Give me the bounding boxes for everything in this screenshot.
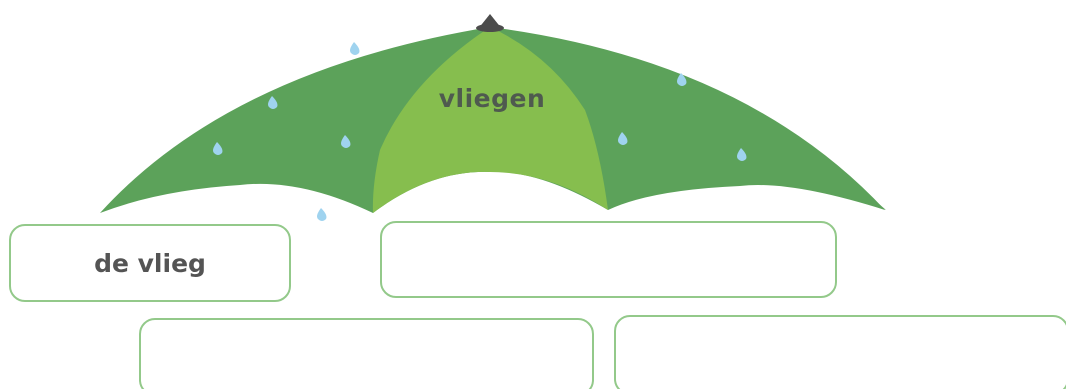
answer-input-3[interactable] (162, 330, 572, 384)
answer-box-4[interactable] (614, 315, 1066, 389)
answer-box-1: de vlieg (9, 224, 291, 302)
umbrella-word: vliegen (372, 84, 612, 113)
answer-box-3[interactable] (139, 318, 594, 389)
answer-input-2[interactable] (403, 233, 815, 286)
umbrella-tip-base (476, 24, 504, 32)
raindrop-icon (317, 208, 326, 221)
answer-box-2[interactable] (380, 221, 837, 298)
answer-input-4[interactable] (637, 327, 1047, 382)
answer-box-1-text: de vlieg (94, 249, 206, 278)
raindrop-icon (350, 42, 359, 55)
